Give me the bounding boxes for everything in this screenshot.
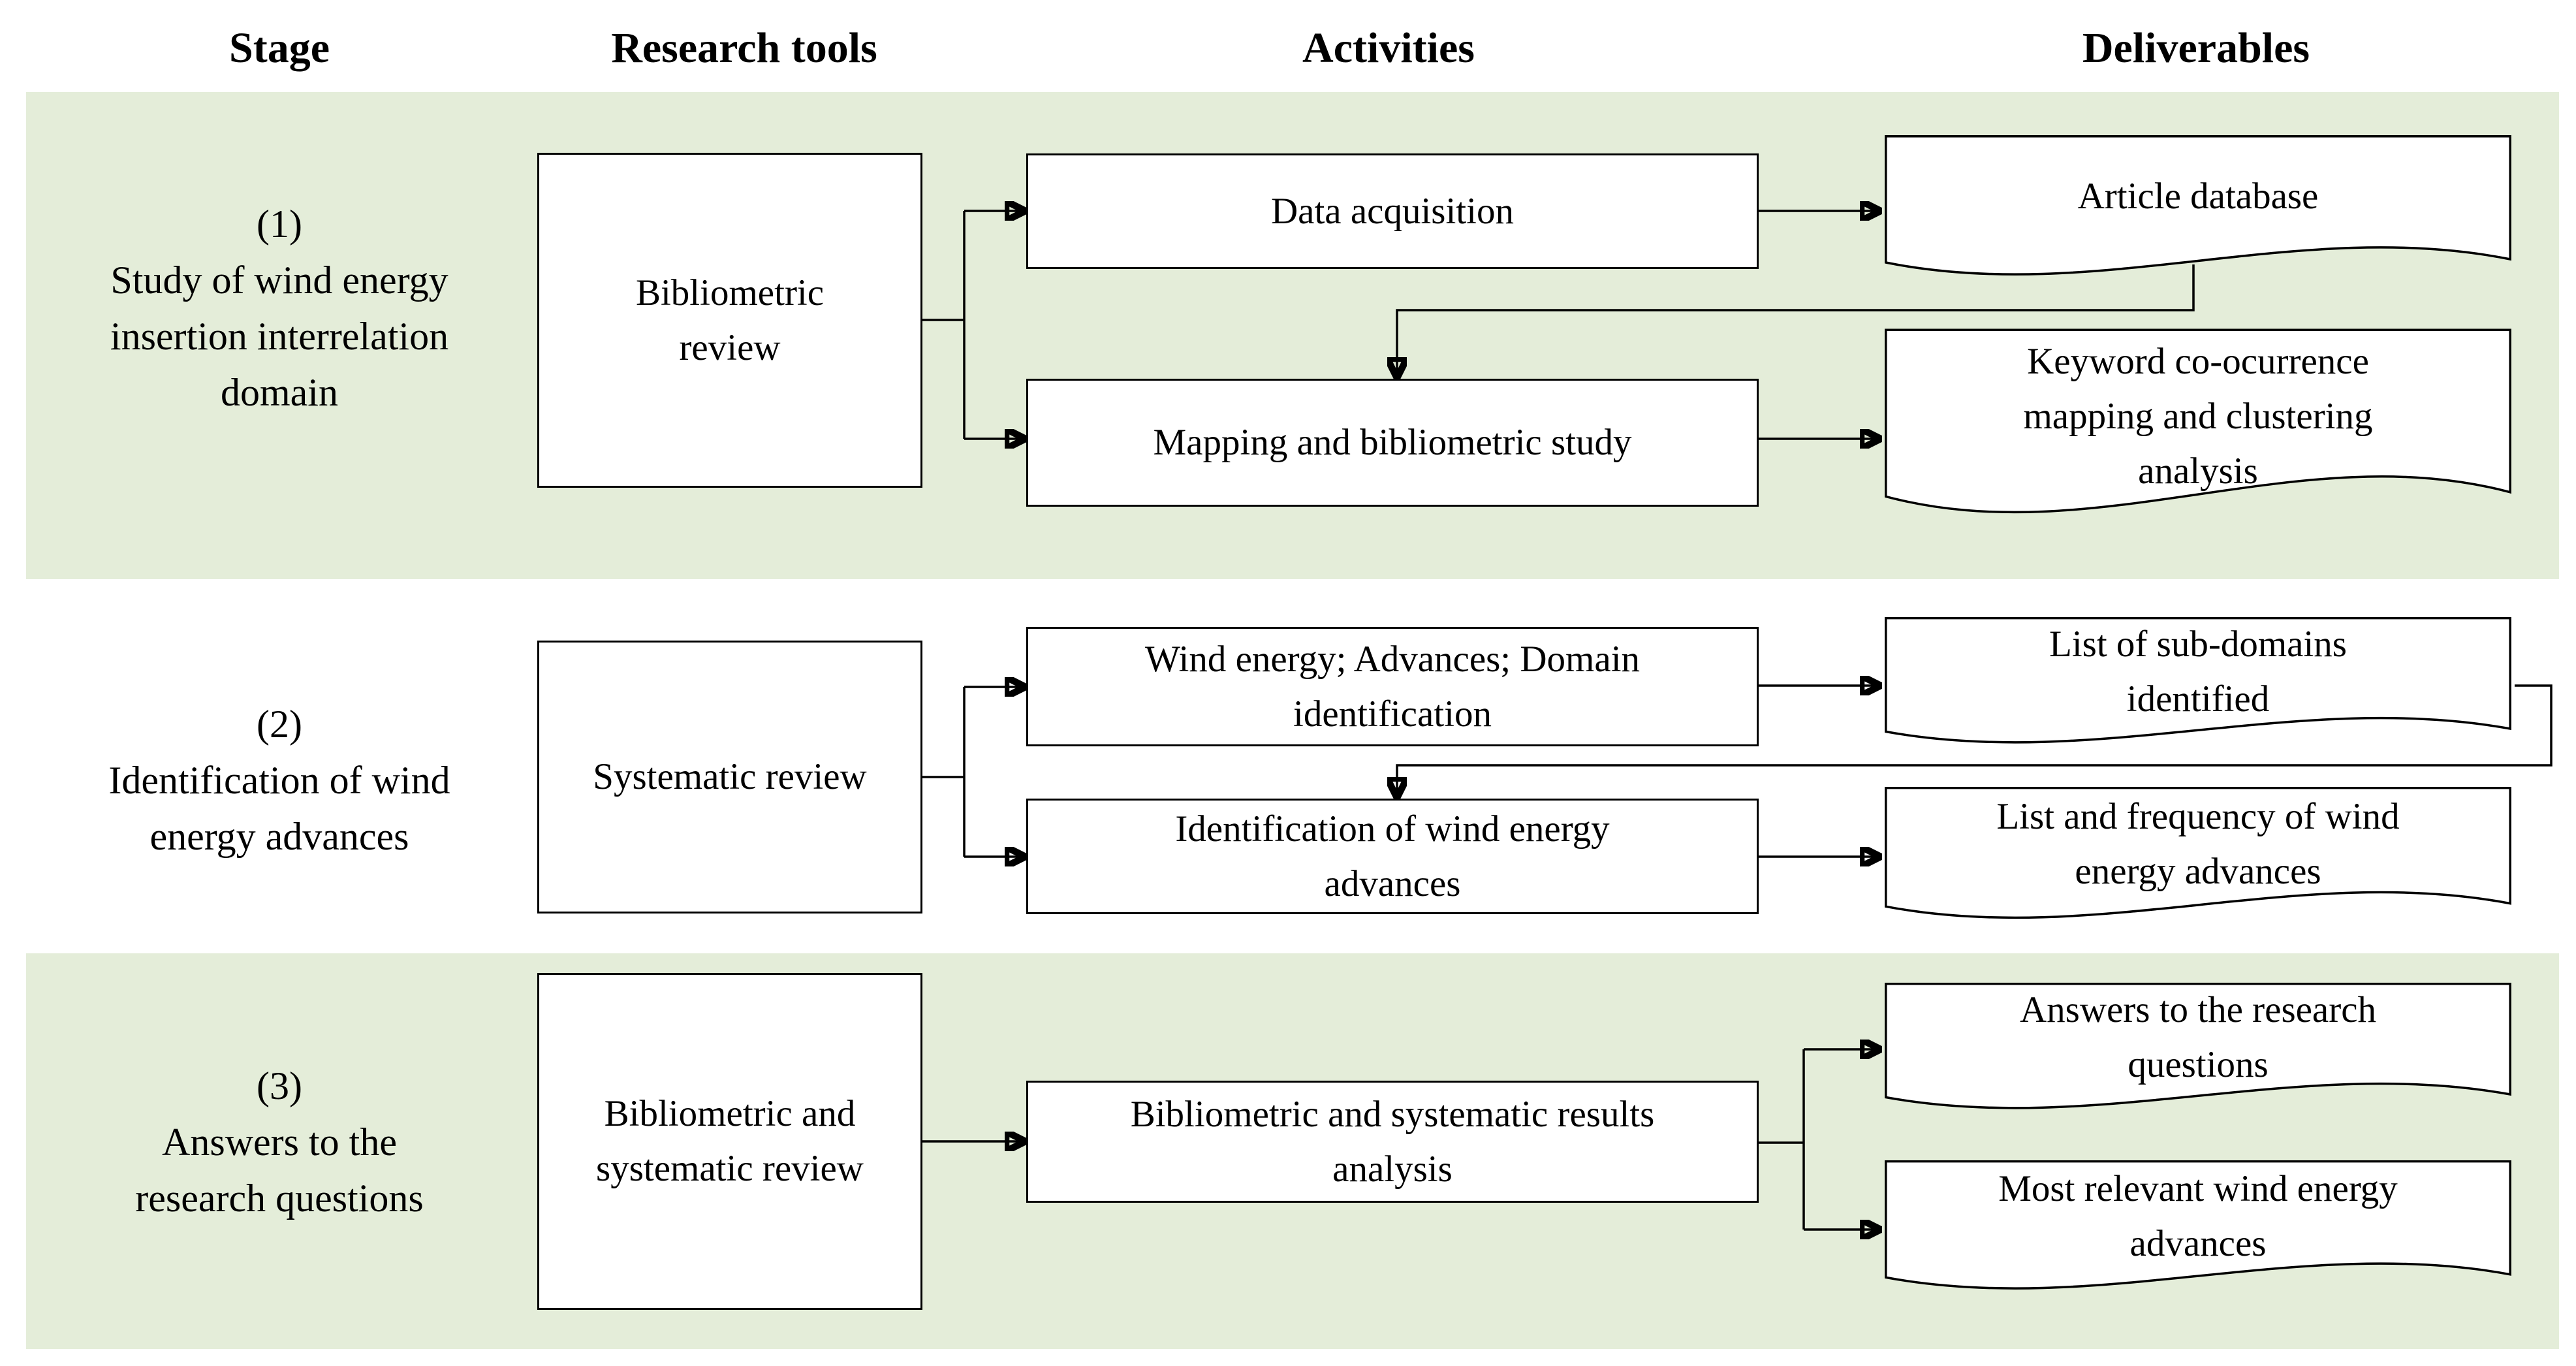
feedback-subdomains-to-advances-identification (1397, 684, 2552, 796)
activity-box-data-acquisition: Data acquisition (1026, 153, 1759, 269)
tool-box-bibliometric-review: Bibliometric review (537, 153, 922, 488)
stage1-label-line: Study of wind energy (110, 259, 448, 302)
tool-box-text-line: Systematic review (593, 756, 867, 797)
deliverable-text-line: advances (2129, 1223, 2267, 1265)
document-shape (1881, 787, 2515, 940)
stage1-label-line: domain (221, 371, 338, 414)
stage1-label-number: (1) (257, 202, 302, 246)
deliverable-text-line: List and frequency of wind (1996, 796, 2400, 838)
deliverable-text-line: Answers to the research (2019, 989, 2377, 1031)
activity-box-mapping-bibliometric-study: Mapping and bibliometric study (1026, 379, 1759, 507)
stage1-label-line: insertion interrelation (110, 315, 449, 358)
tool-box-text-line: Bibliometric (635, 272, 825, 313)
activity-text-line: identification (1293, 693, 1492, 735)
activity-text-line: advances (1324, 863, 1461, 904)
tool-box-systematic-review: Systematic review (537, 641, 922, 913)
tool-box-bibliometric-and-systematic-review: Bibliometric and systematic review (537, 973, 922, 1310)
deliverable-text-line: energy advances (2075, 851, 2321, 893)
deliverable-doc-article-database: Article database (1881, 135, 2515, 298)
column-header-activities: Activities (1302, 24, 1475, 72)
stage1-label: (1) Study of wind energy insertion inter… (29, 196, 529, 421)
deliverable-text-line: questions (2128, 1044, 2269, 1086)
deliverable-text-line: List of sub-domains (2049, 624, 2347, 665)
stage3-label-line: research questions (135, 1177, 424, 1220)
document-shape (1881, 328, 2515, 544)
stage2-label-line: energy advances (149, 815, 409, 858)
deliverable-text-line: identified (2126, 678, 2270, 720)
deliverable-text-line: Keyword co-ocurrence (2027, 341, 2369, 383)
deliverable-text-line: mapping and clustering (2023, 396, 2373, 437)
stage2-label-line: Identification of wind (108, 759, 450, 802)
column-header-research-tools: Research tools (611, 24, 877, 72)
activity-text-line: Wind energy; Advances; Domain (1144, 638, 1641, 680)
stage3-label-number: (3) (257, 1064, 302, 1107)
stage3-label: (3) Answers to the research questions (29, 1058, 529, 1226)
activity-text-line: Mapping and bibliometric study (1153, 422, 1632, 463)
deliverable-doc-keyword-cooccurrence: Keyword co-ocurrence mapping and cluster… (1881, 328, 2515, 544)
deliverable-text-line: Most relevant wind energy (1998, 1168, 2398, 1210)
deliverable-text-line: Article database (2077, 175, 2319, 217)
column-header-stage: Stage (229, 24, 330, 72)
activity-text-line: Identification of wind energy (1175, 808, 1610, 850)
activity-box-domain-identification: Wind energy; Advances; Domain identifica… (1026, 627, 1759, 746)
tool-box-text-line: systematic review (596, 1148, 864, 1189)
activity-box-results-analysis: Bibliometric and systematic results anal… (1026, 1081, 1759, 1203)
tool-box-text-line: review (679, 326, 781, 368)
document-shape (1881, 135, 2515, 298)
activity-box-advances-identification: Identification of wind energy advances (1026, 799, 1759, 914)
deliverable-doc-relevant-advances: Most relevant wind energy advances (1881, 1160, 2515, 1310)
activity-text-line: analysis (1332, 1148, 1453, 1190)
column-header-deliverables: Deliverables (2082, 24, 2310, 72)
deliverable-text-line: analysis (2138, 451, 2258, 492)
deliverable-doc-advances-frequency-list: List and frequency of wind energy advanc… (1881, 787, 2515, 940)
deliverable-doc-research-answers: Answers to the research questions (1881, 983, 2515, 1130)
activity-text-line: Bibliometric and systematic results (1130, 1093, 1655, 1135)
document-shape (1881, 617, 2515, 764)
document-shape (1881, 1160, 2515, 1310)
feedback-article-database-to-mapping (1397, 264, 2195, 376)
deliverable-doc-subdomains-list: List of sub-domains identified (1881, 617, 2515, 764)
stage3-label-line: Answers to the (162, 1120, 397, 1164)
tool-box-text-line: Bibliometric and (604, 1093, 856, 1134)
stage2-label-number: (2) (257, 703, 302, 746)
stage2-label: (2) Identification of wind energy advanc… (29, 696, 529, 865)
document-shape (1881, 983, 2515, 1130)
activity-text-line: Data acquisition (1271, 190, 1514, 232)
